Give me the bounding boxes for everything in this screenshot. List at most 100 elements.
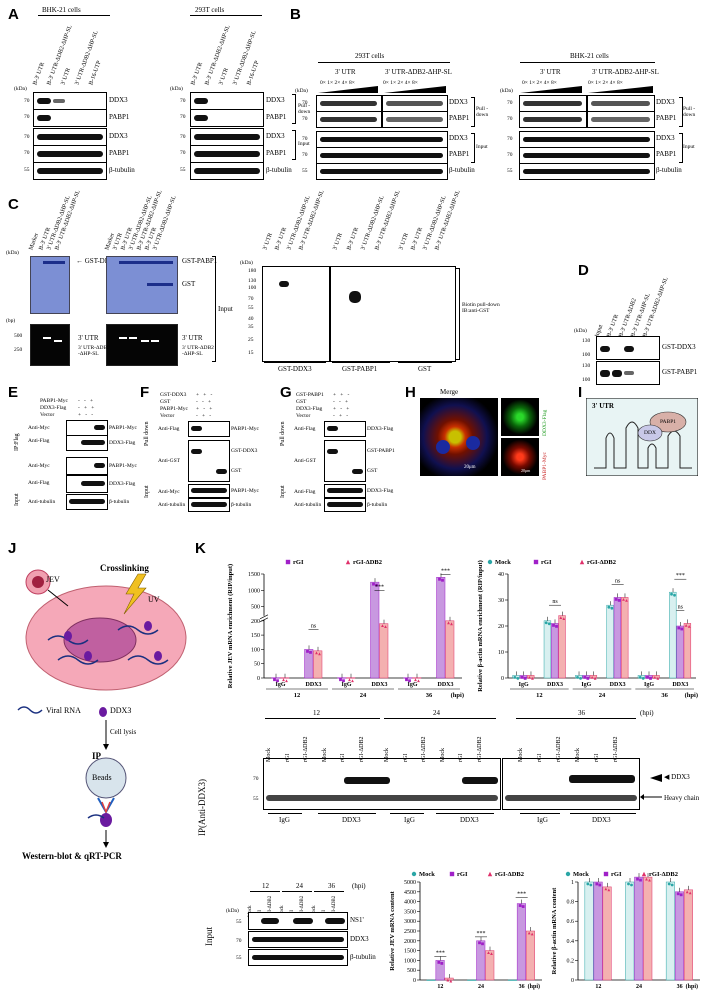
bar: [634, 876, 644, 981]
data-point: [523, 677, 527, 680]
bar: [507, 979, 517, 981]
data-point: [586, 677, 590, 680]
bar: [436, 577, 446, 679]
data-point: [527, 931, 531, 935]
b-left-ddx3-1: [316, 95, 382, 112]
legend-label: rGI-ΔDB2: [353, 559, 382, 566]
data-point: [315, 651, 318, 655]
y-tick-label: 0.6: [567, 919, 575, 925]
data-point: [684, 624, 688, 627]
data-point: [273, 678, 276, 682]
data-point: [598, 883, 602, 887]
bar: [280, 677, 290, 679]
data-point: [685, 890, 689, 894]
data-point: [579, 559, 585, 565]
data-point: [687, 625, 691, 628]
x-axis-label: (hpi): [451, 692, 464, 699]
data-point: [639, 878, 642, 882]
panel-label-a: A: [8, 6, 19, 23]
sig-label: ***: [375, 584, 384, 590]
bar: [665, 881, 675, 981]
group-label: 12: [536, 692, 543, 699]
data-point: [449, 871, 455, 877]
legend-label: Mock: [419, 871, 435, 878]
y-tick-label: 50: [254, 662, 260, 668]
legend-label: rGI: [611, 871, 622, 878]
x-axis-label: (hpi): [685, 692, 698, 699]
c-gel2-coomassie: [106, 256, 178, 314]
a-right-blot-ddx3: [190, 92, 264, 110]
x-tick-label: IgG: [519, 682, 529, 688]
panel-label-c: C: [8, 196, 19, 213]
data-point: [680, 627, 684, 631]
x-tick-label: DDX3: [610, 682, 626, 688]
legend-label: rGI: [293, 559, 304, 566]
x-tick-label: 24: [636, 984, 642, 990]
y-tick-label: 500: [251, 605, 260, 611]
k-ip-lane-label: Mock: [384, 748, 390, 762]
bar: [271, 677, 281, 679]
x-tick-label: DDX3: [306, 682, 322, 688]
y-tick-label: 0: [413, 978, 416, 984]
data-point: [414, 678, 417, 682]
x-tick-label: IgG: [275, 682, 285, 688]
data-point: [521, 905, 525, 908]
data-point: [565, 871, 571, 877]
a-left-blot-tubulin: [33, 162, 107, 180]
data-point: [520, 676, 524, 679]
panel-label-b: B: [290, 6, 301, 23]
data-point: [411, 871, 417, 877]
a-left-blot-pabp1: [33, 109, 107, 127]
k-ip-lane-label: rGI-ΔDB2: [303, 736, 309, 762]
data-point: [339, 678, 342, 682]
data-point: [670, 883, 674, 887]
bar: [485, 950, 495, 981]
data-point: [646, 676, 649, 679]
a-right-blot-input-ddx3: [190, 128, 264, 146]
bar: [445, 620, 455, 679]
data-point: [607, 605, 611, 609]
sig-label: ***: [477, 931, 486, 937]
k-ip-blot-12-24: [263, 758, 501, 810]
bar: [558, 615, 566, 679]
y-tick-label: 3500: [404, 909, 416, 915]
bar: [652, 675, 660, 679]
data-point: [348, 678, 351, 682]
x-tick-label: DDX3: [438, 682, 454, 688]
d-blot-gst-ddx3: [596, 336, 660, 360]
a-lane-5: B-16-UTP: [88, 60, 103, 86]
data-point: [487, 559, 493, 565]
bar: [435, 960, 445, 981]
y-tick-label: 200: [251, 619, 260, 625]
data-point: [533, 559, 539, 565]
data-point: [649, 677, 652, 680]
k-ip-blot-36: [502, 758, 640, 810]
sig-label: ns: [678, 604, 684, 610]
a-kda: (kDa): [14, 86, 27, 92]
data-point: [627, 882, 630, 886]
legend-label: rGI-ΔDB2: [649, 871, 678, 878]
bar: [593, 881, 603, 981]
panel-label-h: H: [405, 384, 416, 401]
a-lane-1: B-3' UTR: [32, 61, 47, 86]
data-point: [630, 883, 633, 887]
y-tick-label: 3000: [404, 919, 416, 925]
data-point: [530, 932, 534, 936]
y-axis-label: Relative JEV mRNA enrichment (RIP/input): [227, 564, 234, 688]
sig-label: ns: [311, 623, 317, 629]
data-point: [437, 961, 441, 964]
data-point: [670, 592, 673, 596]
k-input-blot-tubulin: [248, 949, 348, 966]
bar: [674, 891, 684, 981]
x-tick-label: 12: [595, 984, 601, 990]
data-point: [490, 952, 493, 955]
x-tick-label: IgG: [407, 682, 417, 688]
panel-label-g: G: [280, 384, 292, 401]
sig-label: ***: [517, 892, 526, 898]
data-point: [595, 882, 599, 886]
data-point: [552, 624, 555, 627]
data-point: [610, 606, 614, 610]
bar: [525, 930, 535, 981]
bar: [337, 677, 347, 679]
